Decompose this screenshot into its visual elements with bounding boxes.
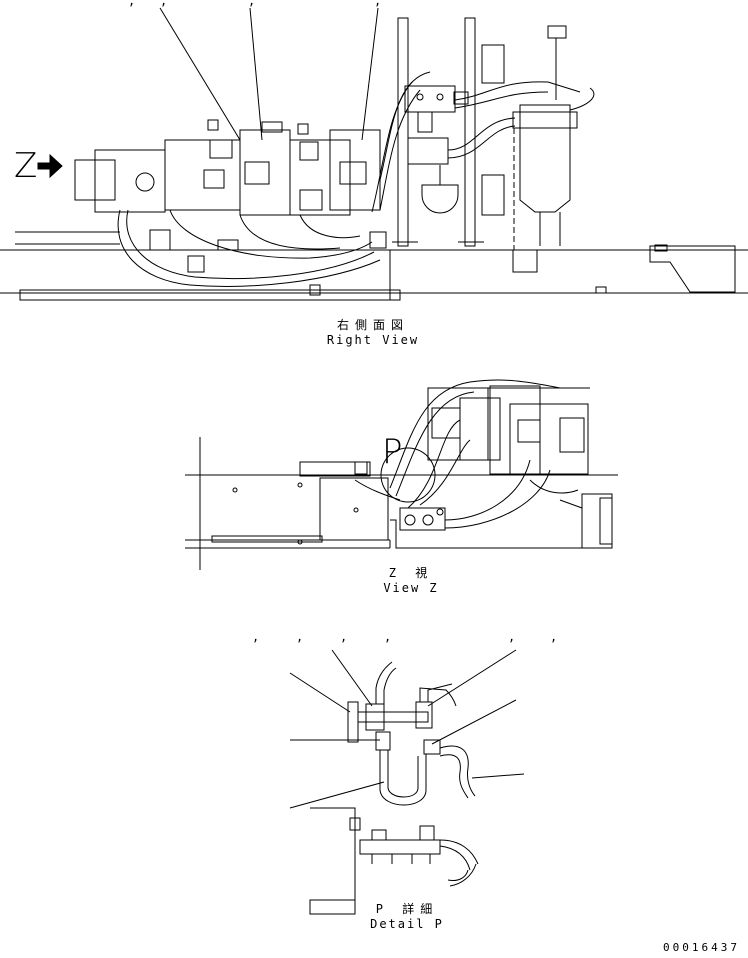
callout-mark: , xyxy=(128,0,136,8)
right-view-title-en: Right View xyxy=(326,333,420,347)
callout-mark: , xyxy=(296,630,304,644)
callout-mark: , xyxy=(374,0,382,8)
view-z-drawing xyxy=(185,379,618,570)
view-direction-arrow-icon xyxy=(37,153,63,179)
right-view-drawing xyxy=(0,7,748,301)
callout-mark: , xyxy=(340,630,348,644)
view-z-title: Z 視 View Z xyxy=(356,564,466,595)
detail-p-title-jp: P 詳細 xyxy=(375,902,439,916)
detail-p-drawing xyxy=(289,649,525,915)
callout-mark: , xyxy=(248,0,256,8)
view-z-title-jp: Z 視 xyxy=(388,566,434,580)
right-view-title: 右側面図 Right View xyxy=(318,316,428,347)
detail-p-title: P 詳細 Detail P xyxy=(352,900,462,931)
right-view-title-jp: 右側面図 xyxy=(336,318,409,332)
detail-p-title-en: Detail P xyxy=(370,917,444,931)
callout-mark: , xyxy=(550,630,558,644)
callout-mark: , xyxy=(252,630,260,644)
document-number: 00016437 xyxy=(663,941,740,954)
detail-p-marker-letter: P xyxy=(382,432,403,472)
view-z-arrow-letter: Z xyxy=(14,146,38,186)
callout-mark: , xyxy=(160,0,168,8)
view-z-title-en: View Z xyxy=(383,581,439,595)
callout-mark: , xyxy=(384,630,392,644)
callout-mark: , xyxy=(508,630,516,644)
